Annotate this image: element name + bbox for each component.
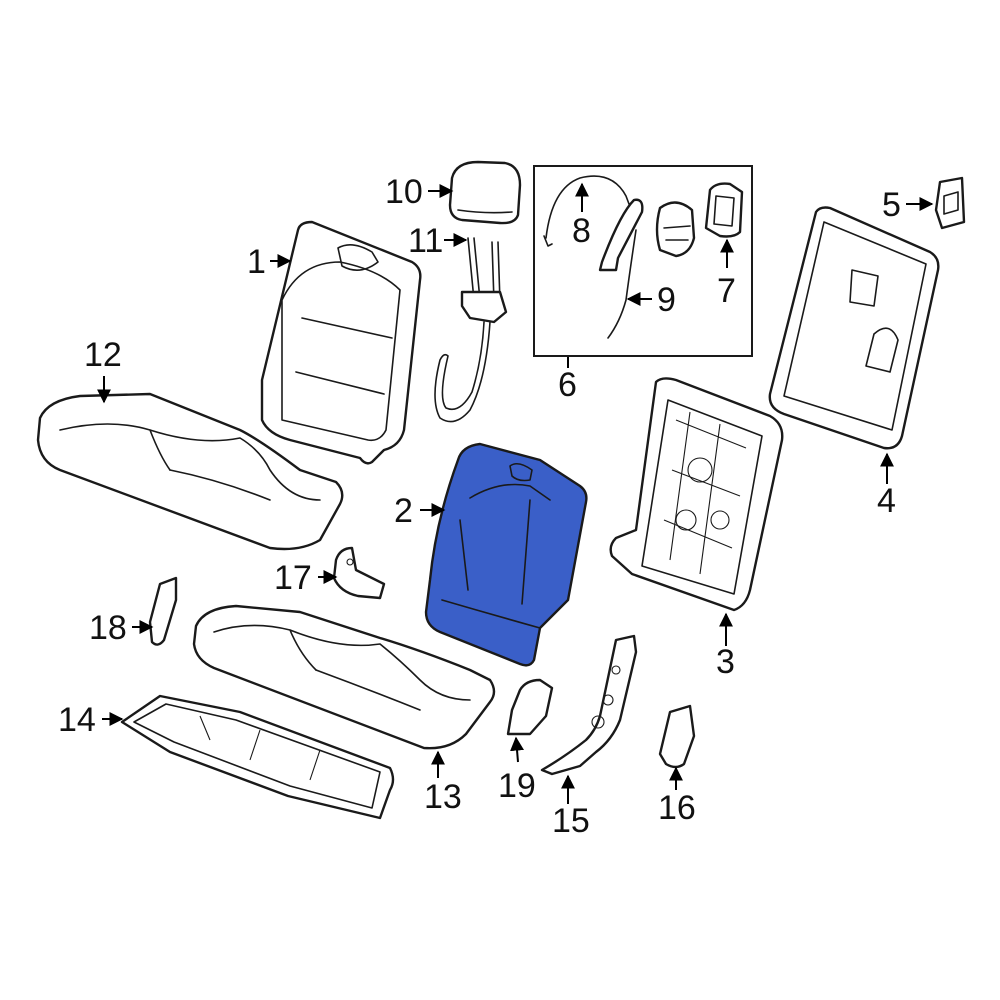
part-3-seatback-frame[interactable]: [609, 377, 784, 612]
part-11-guide-cable[interactable]: [434, 237, 508, 423]
callout-18: 18: [89, 609, 127, 647]
part-14-cushion-frame[interactable]: [120, 694, 395, 820]
callout-17: 17: [274, 559, 312, 597]
part-8-cable[interactable]: [543, 175, 633, 247]
callout-5: 5: [882, 186, 901, 224]
callout-15: 15: [552, 802, 590, 840]
part-4-back-panel[interactable]: [768, 206, 940, 450]
part-9-release-cable[interactable]: [598, 198, 644, 339]
leader-lines: [97, 182, 934, 804]
part-15-side-bracket[interactable]: [540, 634, 638, 776]
callout-19: 19: [498, 767, 536, 805]
part-2-seatback-cover[interactable]: [424, 442, 588, 667]
callout-16: 16: [658, 789, 696, 827]
part-16-trim-piece[interactable]: [658, 704, 696, 769]
callout-11: 11: [408, 222, 443, 260]
part-10-headrest[interactable]: [448, 160, 522, 225]
callout-2: 2: [394, 492, 413, 530]
part-19-hinge-cover[interactable]: [506, 678, 554, 736]
callout-8: 8: [572, 212, 591, 250]
part-7-bezel[interactable]: [704, 182, 744, 238]
part-1-seatback[interactable]: [260, 220, 422, 465]
part-12-seat-cushion[interactable]: [36, 392, 344, 551]
part-6-group-box: [533, 165, 753, 357]
callout-6: 6: [558, 366, 577, 404]
part-5-clip[interactable]: [934, 176, 966, 230]
part-18-side-trim[interactable]: [148, 576, 178, 646]
callout-14: 14: [58, 701, 96, 739]
callout-10: 10: [385, 173, 423, 211]
callout-3: 3: [716, 643, 735, 681]
part-17-bracket[interactable]: [332, 546, 386, 600]
callout-12: 12: [84, 336, 122, 374]
callout-4: 4: [877, 482, 896, 520]
callout-1: 1: [247, 243, 266, 281]
callout-13: 13: [424, 778, 462, 816]
callout-7: 7: [717, 272, 736, 310]
latch-assembly[interactable]: [655, 201, 696, 258]
callout-labels: 1 2 3 4 5 6 7 8 9 10 11 12 13 14 15 16 1…: [58, 173, 901, 840]
callout-9: 9: [657, 281, 676, 319]
part-13-seat-cushion[interactable]: [192, 604, 496, 750]
